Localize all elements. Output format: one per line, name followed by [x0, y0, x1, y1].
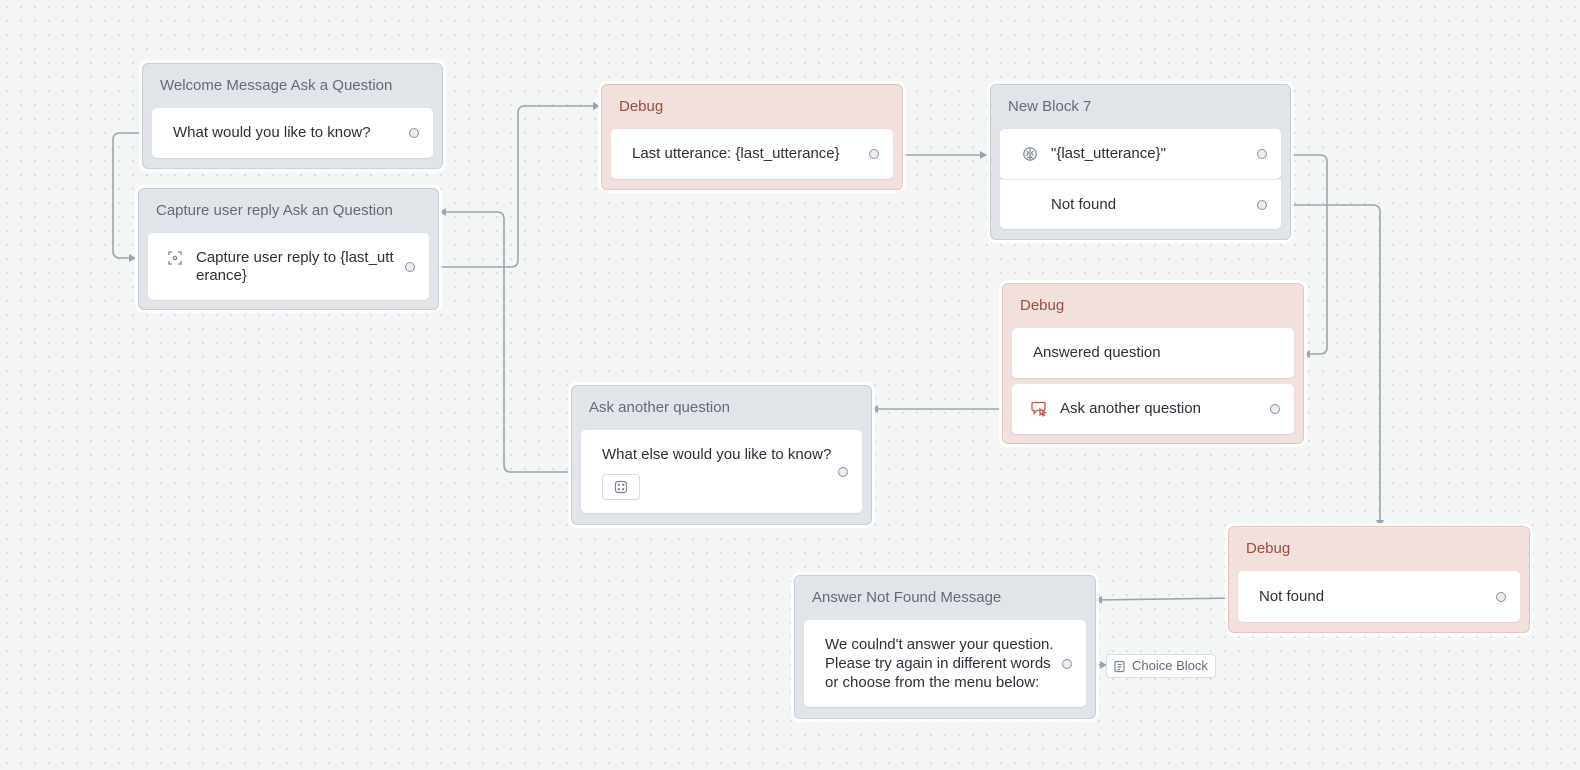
step-not-found[interactable]: Not found [1000, 179, 1281, 229]
step-text-line3: or choose from the menu below: [825, 674, 1040, 691]
step-message[interactable]: What would you like to know? [152, 108, 433, 158]
step-text: What else would you like to know? [602, 446, 832, 463]
output-port[interactable] [1496, 591, 1506, 602]
wire-ask-another-to-capture [439, 208, 579, 473]
output-port[interactable] [409, 128, 419, 138]
block-title: Debug [619, 98, 664, 115]
block-debug-middle[interactable]: Debug Answered question Ask another ques… [1002, 283, 1304, 444]
block-title: New Block 7 [1008, 98, 1092, 115]
step-message[interactable]: We coulnd't answer your question. Please… [804, 620, 1086, 707]
step-text-line1: Capture user reply to {last_utt [196, 249, 394, 266]
block-debug-bottom[interactable]: Debug Not found [1228, 526, 1530, 633]
step-debug-text[interactable]: Last utterance: {last_utterance} [611, 129, 893, 179]
block-new-block-7[interactable]: New Block 7 "{last_utterance}" Not found [990, 84, 1291, 240]
step-text-line2: Please try again in different words [825, 655, 1051, 672]
block-title: Capture user reply Ask an Question [156, 202, 393, 219]
step-text: Last utterance: {last_utterance} [632, 145, 840, 162]
output-port[interactable] [1270, 404, 1280, 414]
block-capture-user-reply[interactable]: Capture user reply Ask an Question Captu… [138, 188, 439, 310]
step-text-line1: We coulnd't answer your question. [825, 636, 1054, 653]
step-message[interactable]: What else would you like to know? [581, 430, 862, 513]
block-title: Answer Not Found Message [812, 589, 1002, 606]
jump-icon [1030, 400, 1048, 418]
block-ask-another-question[interactable]: Ask another question What else would you… [571, 385, 872, 525]
step-ask-another-jump[interactable]: Ask another question [1012, 384, 1294, 434]
step-text: What would you like to know? [173, 124, 371, 141]
step-text: Answered question [1033, 344, 1161, 361]
dice-icon [614, 480, 628, 494]
block-debug-top[interactable]: Debug Last utterance: {last_utterance} [601, 84, 903, 190]
output-port[interactable] [838, 466, 848, 477]
block-title: Debug [1020, 297, 1065, 314]
brain-icon [1021, 145, 1039, 163]
step-intent-match[interactable]: "{last_utterance}" [1000, 129, 1281, 179]
wire-debug-bottom-to-notfound [1095, 595, 1239, 604]
output-port[interactable] [1257, 149, 1267, 159]
step-text: Not found [1259, 587, 1325, 605]
choice-block-icon [1113, 660, 1126, 673]
block-answer-not-found[interactable]: Answer Not Found Message We coulnd't ans… [794, 575, 1096, 719]
block-title: Welcome Message Ask a Question [160, 77, 393, 94]
wire-capture-to-debug [428, 102, 600, 268]
step-answered[interactable]: Answered question [1012, 328, 1294, 378]
block-title: Ask another question [589, 399, 730, 416]
variant-button[interactable] [602, 474, 640, 500]
output-port[interactable] [1257, 199, 1267, 210]
choice-block-link[interactable]: Choice Block [1106, 654, 1216, 678]
step-text: "{last_utterance}" [1051, 145, 1166, 162]
block-title: Debug [1246, 540, 1291, 557]
choice-block-label: Choice Block [1132, 658, 1208, 673]
step-capture[interactable]: Capture user reply to {last_utt erance} [148, 233, 429, 300]
step-debug-text[interactable]: Not found [1238, 571, 1520, 622]
step-text-line2: erance} [196, 267, 247, 284]
step-text: Not found [1051, 195, 1117, 213]
capture-icon [166, 249, 184, 267]
output-port[interactable] [1062, 658, 1072, 669]
step-text: Ask another question [1060, 400, 1201, 417]
output-port[interactable] [405, 261, 415, 272]
block-welcome-message[interactable]: Welcome Message Ask a Question What woul… [142, 63, 443, 169]
output-port[interactable] [869, 149, 879, 159]
